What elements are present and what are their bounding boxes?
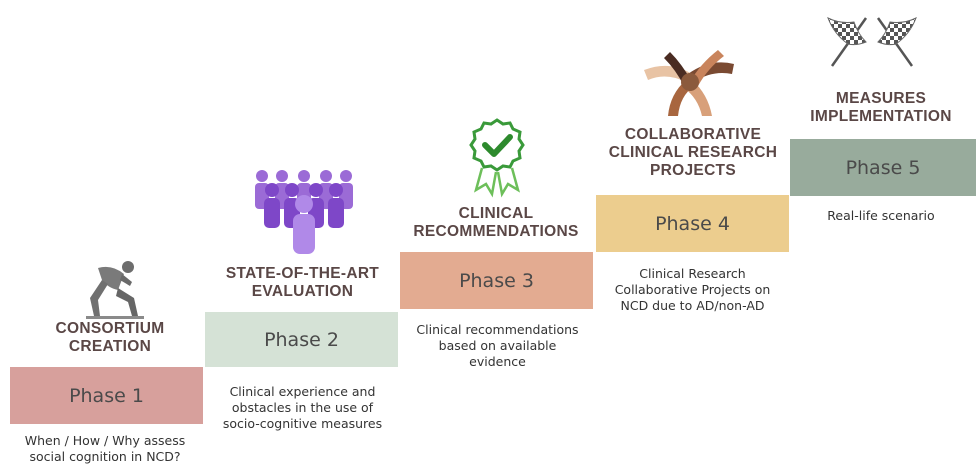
phase-3-label: Phase 3 — [459, 269, 534, 292]
checkered-flags-icon — [827, 16, 917, 67]
phase-2-label: Phase 2 — [264, 328, 339, 351]
phase-5-title: MEASURES IMPLEMENTATION — [810, 90, 952, 125]
phase-4-description: Clinical Research Collaborative Projects… — [614, 266, 771, 313]
phase-2-box: Phase 2 — [205, 312, 398, 367]
phase-2-title: STATE-OF-THE-ART EVALUATION — [225, 265, 380, 300]
phase-3-box: Phase 3 — [400, 252, 593, 309]
phase-3-description: Clinical recommendations based on availa… — [416, 322, 579, 369]
check-badge-icon — [469, 118, 525, 198]
phase-5-description: Real-life scenario — [827, 208, 935, 223]
runner-at-start-icon — [86, 261, 144, 319]
people-group-icon — [255, 170, 353, 254]
phase-1-box: Phase 1 — [10, 367, 203, 424]
joined-hands-icon — [644, 50, 734, 116]
phase-5-box: Phase 5 — [790, 139, 976, 196]
phase-1-label: Phase 1 — [69, 384, 144, 407]
phase-1-title: CONSORTIUM CREATION — [55, 320, 165, 355]
phase-4-label: Phase 4 — [655, 212, 730, 235]
phase-1-description: When / How / Why assess social cognition… — [24, 433, 186, 464]
phase-3-title: CLINICAL RECOMMENDATIONS — [413, 205, 579, 240]
phase-4-box: Phase 4 — [596, 195, 789, 252]
phase-4-title: COLLABORATIVE CLINICAL RESEARCH PROJECTS — [608, 126, 778, 179]
phase-2-description: Clinical experience and obstacles in the… — [222, 384, 383, 431]
phase-5-label: Phase 5 — [845, 156, 921, 179]
